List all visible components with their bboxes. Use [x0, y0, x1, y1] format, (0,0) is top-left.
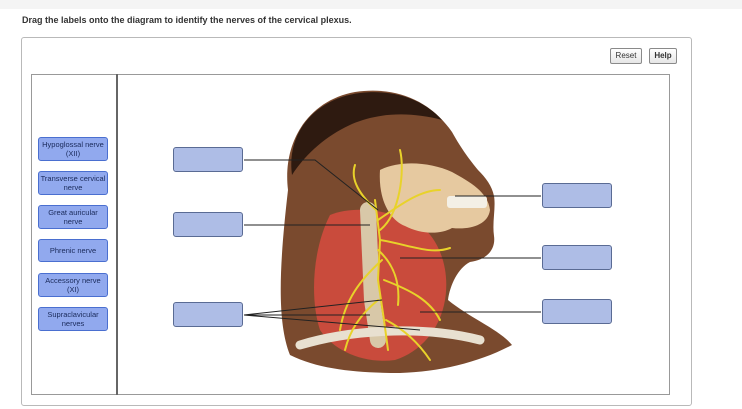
label-hypoglossal-nerve[interactable]: Hypoglossal nerve (XII): [38, 137, 108, 161]
label-transverse-cervical-nerve[interactable]: Transverse cervical nerve: [38, 171, 108, 195]
help-button[interactable]: Help: [649, 48, 677, 64]
vertebral-column: [360, 202, 386, 348]
label-accessory-nerve[interactable]: Accessory nerve (XI): [38, 273, 108, 297]
dropzone-right-1[interactable]: [542, 183, 612, 208]
dropzone-right-3[interactable]: [542, 299, 612, 324]
top-strip: [0, 0, 742, 9]
diagram-workspace: [31, 74, 670, 395]
instruction-text: Drag the labels onto the diagram to iden…: [22, 15, 352, 25]
label-great-auricular-nerve[interactable]: Great auricular nerve: [38, 205, 108, 229]
label-supraclavicular-nerves[interactable]: Supraclavicular nerves: [38, 307, 108, 331]
label-phrenic-nerve[interactable]: Phrenic nerve: [38, 239, 108, 262]
head-hair: [291, 92, 442, 175]
teeth: [447, 196, 487, 208]
dropzone-left-1[interactable]: [173, 147, 243, 172]
dropzone-left-3[interactable]: [173, 302, 243, 327]
skull-region: [379, 163, 490, 233]
reset-button[interactable]: Reset: [610, 48, 642, 64]
leader-lines: [243, 159, 541, 331]
dropzone-left-2[interactable]: [173, 212, 243, 237]
label-bank-divider: [116, 74, 118, 395]
nerve-network: [339, 149, 451, 361]
dropzone-right-2[interactable]: [542, 245, 612, 270]
